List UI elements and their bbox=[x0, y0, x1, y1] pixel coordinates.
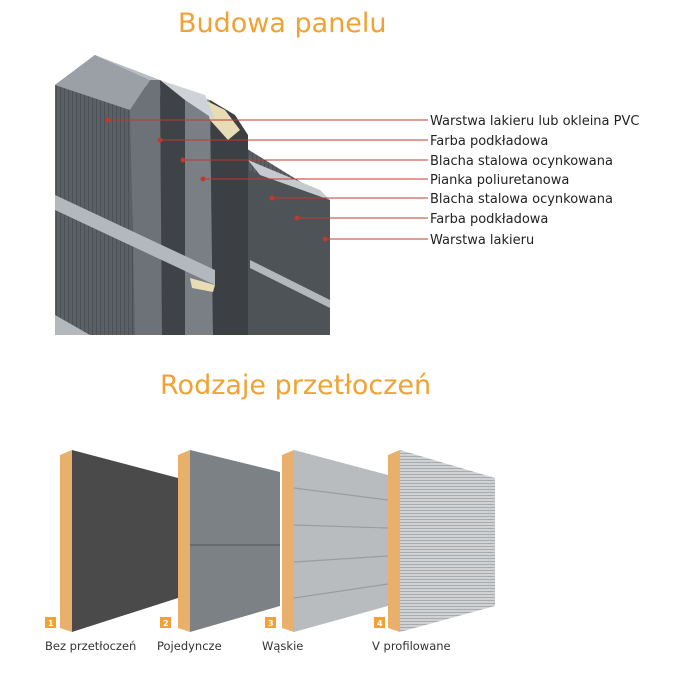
callout-dot bbox=[105, 117, 111, 123]
panel-type-1 bbox=[60, 450, 178, 632]
badge-number: 3 bbox=[268, 619, 274, 628]
badge bbox=[265, 617, 276, 628]
badge-number: 1 bbox=[48, 619, 54, 628]
layer-label: Blacha stalowa ocynkowana bbox=[430, 192, 613, 207]
layer-label: Warstwa lakieru bbox=[430, 233, 534, 248]
layer-label: Farba podkładowa bbox=[430, 134, 548, 149]
layer-label: Pianka poliuretanowa bbox=[430, 173, 569, 188]
callout-dot bbox=[294, 215, 300, 221]
section-title-structure: Budowa panelu bbox=[178, 8, 387, 39]
badge-number: 4 bbox=[377, 619, 383, 628]
badge bbox=[160, 617, 171, 628]
section-title-embossing: Rodzaje przetłoczeń bbox=[160, 370, 431, 401]
layer-label: Farba podkładowa bbox=[430, 212, 548, 227]
layer-callouts bbox=[108, 119, 428, 240]
badge bbox=[374, 617, 385, 628]
callout-dot bbox=[157, 137, 163, 143]
panel-type-label: Bez przetłoczeń bbox=[45, 639, 136, 653]
layer-label: Blacha stalowa ocynkowana bbox=[430, 154, 613, 169]
panel-type-3 bbox=[282, 450, 389, 632]
callout-dot bbox=[322, 236, 328, 242]
callout-dot bbox=[269, 195, 275, 201]
panel-type-4 bbox=[388, 450, 495, 632]
panel-type-badges: 1 2 3 4 bbox=[45, 617, 385, 628]
callout-dot bbox=[200, 176, 206, 182]
layer-label: Warstwa lakieru lub okleina PVC bbox=[430, 114, 639, 129]
badge-number: 2 bbox=[163, 619, 169, 628]
panel-type-2 bbox=[178, 450, 280, 632]
callout-dot bbox=[180, 157, 186, 163]
panel-cutaway-illustration bbox=[55, 55, 330, 335]
panel-type-label: Wąskie bbox=[262, 639, 303, 653]
badge bbox=[45, 617, 56, 628]
panel-type-label: Pojedyncze bbox=[157, 639, 222, 653]
panel-type-label: V profilowane bbox=[372, 639, 451, 653]
